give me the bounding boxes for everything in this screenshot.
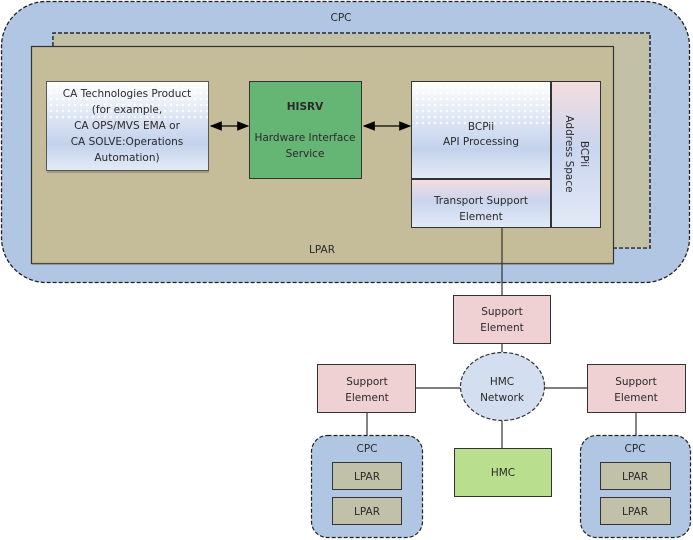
ca-product-line-3: CA OPS/MVS EMA or — [74, 120, 181, 132]
cpc-right-lpar-2 — [600, 497, 671, 525]
hmc-network-line-1: HMC — [490, 376, 514, 388]
support-element-left: Support Element — [317, 364, 416, 413]
outer-cpc-label: CPC — [331, 12, 352, 24]
hmc-network-line-2: Network — [480, 392, 525, 404]
ca-product-line-1: CA Technologies Product — [63, 88, 192, 100]
cpc-right-lpar-2-label: LPAR — [622, 506, 648, 518]
cpc-left-lpar-2 — [332, 497, 402, 525]
hisrv-line-1: Hardware Interface — [254, 132, 355, 144]
connectors — [366, 228, 637, 448]
bcpii-api-line-2: API Processing — [443, 136, 519, 148]
support-element-top-line-1: Support — [481, 306, 523, 318]
support-element-top: Support Element — [453, 295, 551, 344]
bcpii-address-space-box: BCPii Address Space — [551, 81, 601, 228]
transport-line-1: Transport Support — [433, 195, 528, 207]
ca-product-line-5: Automation) — [94, 152, 159, 164]
bcpii-api-processing-box: BCPii API Processing — [411, 81, 551, 179]
support-element-left-line-2: Element — [345, 392, 388, 404]
support-element-left-line-1: Support — [346, 376, 388, 388]
hmc-network: HMC Network — [459, 351, 546, 422]
support-element-top-line-2: Element — [480, 322, 523, 334]
lpar-label: LPAR — [309, 244, 335, 256]
cpc-right-lpar-1 — [600, 462, 671, 490]
support-element-right: Support Element — [587, 364, 686, 413]
hmc-box: HMC — [454, 448, 552, 497]
transport-line-2: Element — [459, 211, 502, 223]
cpc-left-lpar-1-label: LPAR — [354, 471, 380, 483]
support-element-right-line-1: Support — [615, 376, 657, 388]
cpc-left-lpar-1 — [332, 462, 402, 490]
hisrv-box: HISRV Hardware Interface Service — [249, 81, 362, 179]
bcpii-address-space-line-1: BCPii — [578, 141, 590, 167]
hisrv-title: HISRV — [287, 101, 324, 113]
cpc-right-label: CPC — [625, 443, 646, 455]
cpc-right-lpar-1-label: LPAR — [622, 471, 648, 483]
cpc-right: CPC LPAR LPAR — [579, 434, 692, 539]
hisrv-line-2: Service — [286, 148, 325, 160]
bcpii-address-space-line-2: Address Space — [563, 115, 575, 192]
ca-product-line-4: CA SOLVE:Operations — [71, 136, 184, 148]
ca-product-line-2: (for example, — [92, 104, 162, 116]
transport-support-element-box: Transport Support Element — [411, 179, 551, 228]
bcpii-api-line-1: BCPii — [468, 121, 494, 133]
cpc-left: CPC LPAR LPAR — [310, 434, 424, 539]
support-element-right-line-2: Element — [614, 392, 657, 404]
hmc-label: HMC — [491, 467, 515, 479]
cpc-left-lpar-2-label: LPAR — [354, 506, 380, 518]
ca-product-box: CA Technologies Product (for example, CA… — [46, 81, 209, 173]
cpc-left-label: CPC — [357, 443, 378, 455]
